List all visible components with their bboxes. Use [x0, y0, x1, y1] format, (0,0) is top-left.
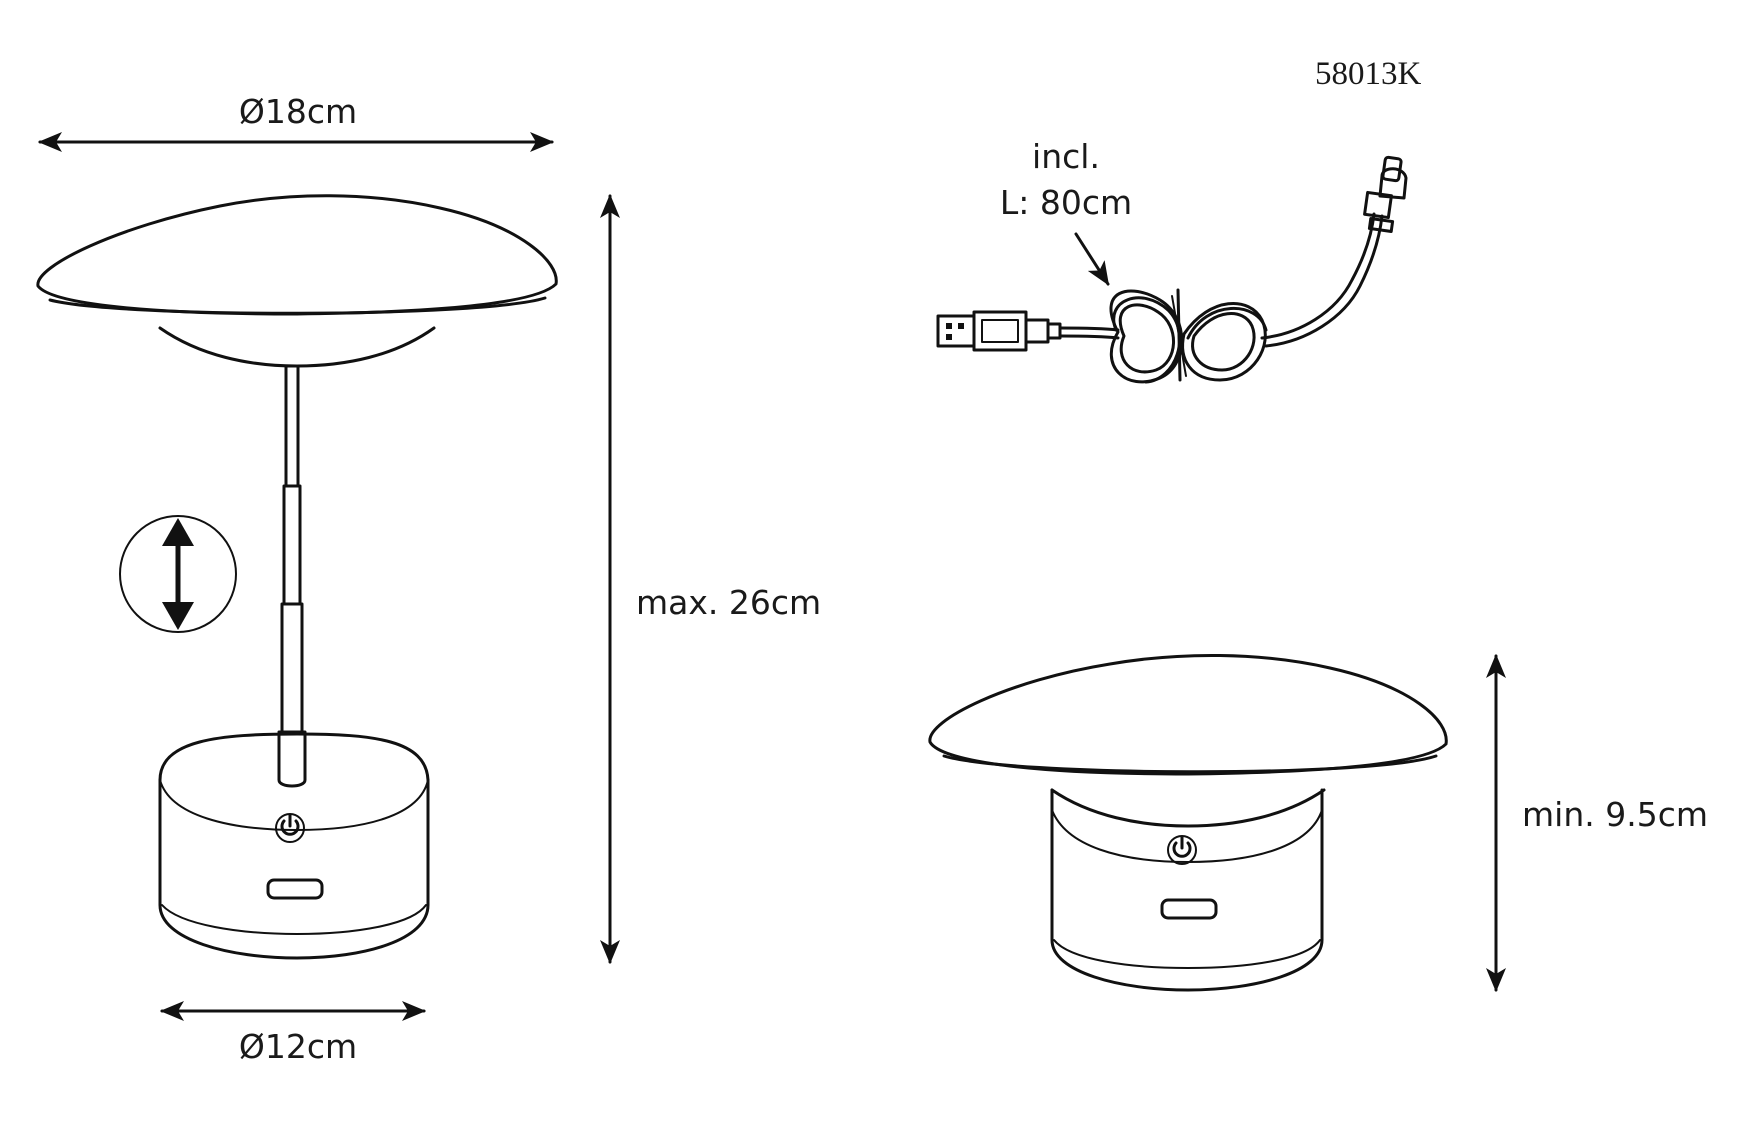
power-button [1167, 835, 1197, 865]
charging-port [1160, 898, 1218, 920]
collapsed-lamp [928, 653, 1448, 992]
cable-label-line1: incl. [1032, 137, 1100, 176]
usb-c-plug-icon [1363, 155, 1408, 233]
min-height-label: min. 9.5cm [1522, 795, 1708, 834]
max-height-label: max. 26cm [636, 583, 821, 622]
usb-plug-icon [936, 310, 1062, 352]
charging-port [266, 878, 324, 900]
cable-label-line2: L: 80cm [1000, 183, 1132, 222]
cable-pointer-arrow [1074, 232, 1110, 286]
power-button [275, 813, 305, 843]
usb-cable [936, 155, 1408, 384]
extended-lamp [36, 194, 558, 960]
base-diameter-label: Ø12cm [239, 1027, 357, 1066]
product-code: 58013K [1315, 56, 1422, 92]
shade-diameter-label: Ø18cm [239, 92, 357, 131]
height-adjust-icon [119, 515, 237, 633]
